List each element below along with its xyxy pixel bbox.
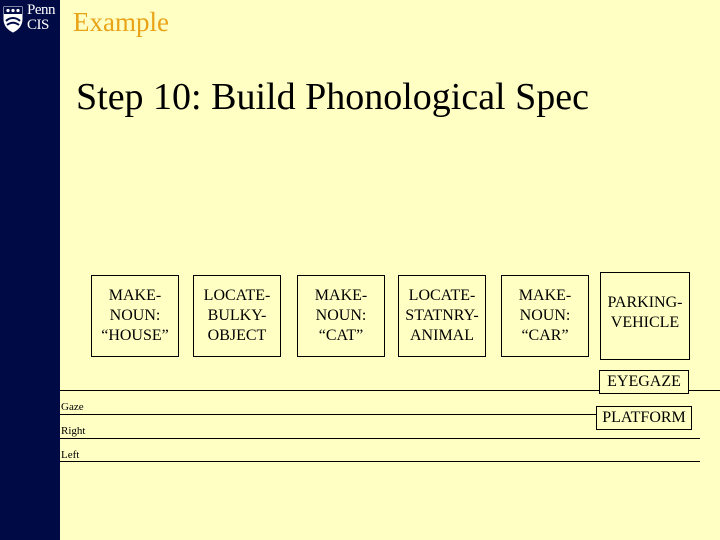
track-label-right: Right: [61, 425, 86, 437]
track-label-gaze: Gaze: [61, 401, 84, 413]
slide-title: Step 10: Build Phonological Spec: [76, 76, 589, 118]
sidebar: Penn CIS: [0, 0, 60, 540]
timeline-top-line: [60, 390, 720, 391]
header-title: Example: [73, 7, 169, 37]
box-make-noun-cat: MAKE- NOUN: “CAT”: [297, 275, 385, 357]
eyegaze-box: EYEGAZE: [599, 370, 689, 394]
timeline-right-line: [60, 438, 700, 439]
penn-shield-icon: [3, 6, 23, 33]
platform-box: PLATFORM: [596, 406, 692, 430]
box-parking-vehicle: PARKING- VEHICLE: [600, 272, 690, 360]
box-locate-statnry-animal: LOCATE- STATNRY- ANIMAL: [398, 275, 486, 357]
logo-text-cis: CIS: [27, 17, 49, 33]
timeline-left-line: [60, 461, 700, 462]
box-locate-bulky-object: LOCATE- BULKY- OBJECT: [193, 275, 281, 357]
penn-cis-logo: Penn CIS: [2, 3, 58, 37]
timeline-gaze-line: [60, 414, 600, 415]
logo-text-penn: Penn: [27, 2, 56, 18]
box-make-noun-car: MAKE- NOUN: “CAR”: [501, 275, 589, 357]
track-label-left: Left: [61, 449, 80, 461]
box-make-noun-house: MAKE- NOUN: “HOUSE”: [91, 275, 179, 357]
